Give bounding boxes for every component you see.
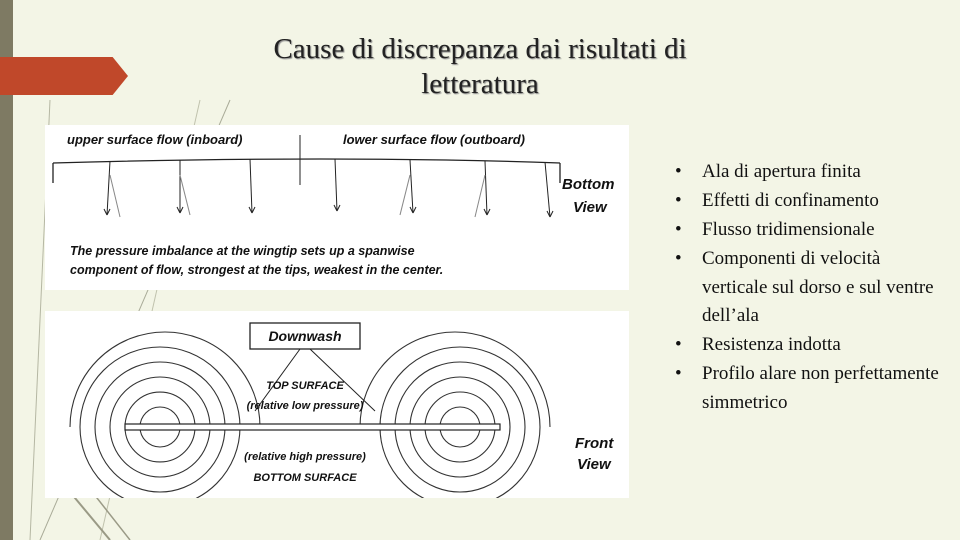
slide-title: Cause di discrepanza dai risultati di le… — [160, 32, 800, 102]
downwash-box — [249, 322, 361, 350]
bottom-view-figure: upper surface flow (inboard) lower surfa… — [45, 125, 629, 290]
bullet-item: Componenti di velocità verticale sul dor… — [672, 245, 942, 332]
downwash-pointer-right — [309, 348, 376, 412]
front-view-figure: Downwash TOP SURFACE (relative low press… — [45, 311, 629, 498]
wing-cross-section — [124, 423, 501, 431]
low-pressure-label: (relative low pressure) — [247, 400, 364, 412]
wing-leading-edge — [52, 158, 561, 164]
caption-line-2: component of flow, strongest at the tips… — [70, 263, 443, 277]
spanwise-flow-arrows — [103, 158, 554, 218]
top-surface-label: TOP SURFACE — [266, 380, 344, 392]
lower-surface-flow-label: lower surface flow (outboard) — [343, 132, 525, 147]
bullet-item: Profilo alare non perfettamente simmetri… — [672, 360, 942, 418]
bullet-item: Ala di apertura finita — [672, 158, 942, 187]
title-accent-arrow — [0, 57, 128, 95]
left-decorative-bar — [0, 0, 13, 540]
front-view-label-2: View — [577, 456, 612, 473]
bottom-surface-label: BOTTOM SURFACE — [253, 472, 357, 484]
title-line-2: letteratura — [421, 67, 539, 100]
wing-tip-lines — [52, 163, 561, 183]
vortex-arcs — [69, 331, 551, 498]
downwash-pointer-left — [254, 348, 301, 412]
bottom-view-label-2: View — [573, 199, 608, 216]
high-pressure-label: (relative high pressure) — [244, 451, 366, 463]
upper-surface-flow-label: upper surface flow (inboard) — [67, 132, 243, 147]
title-line-1: Cause di discrepanza dai risultati di — [273, 33, 687, 65]
caption-line-1: The pressure imbalance at the wingtip se… — [70, 244, 415, 258]
bullet-item: Flusso tridimensionale — [672, 216, 942, 245]
bottom-view-label-1: Bottom — [562, 176, 615, 193]
front-view-label-1: Front — [575, 435, 614, 452]
downwash-label: Downwash — [268, 328, 341, 344]
bullet-item: Effetti di confinamento — [672, 187, 942, 216]
bullet-item: Resistenza indotta — [672, 331, 942, 360]
bullet-list: Ala di apertura finita Effetti di confin… — [672, 158, 942, 418]
